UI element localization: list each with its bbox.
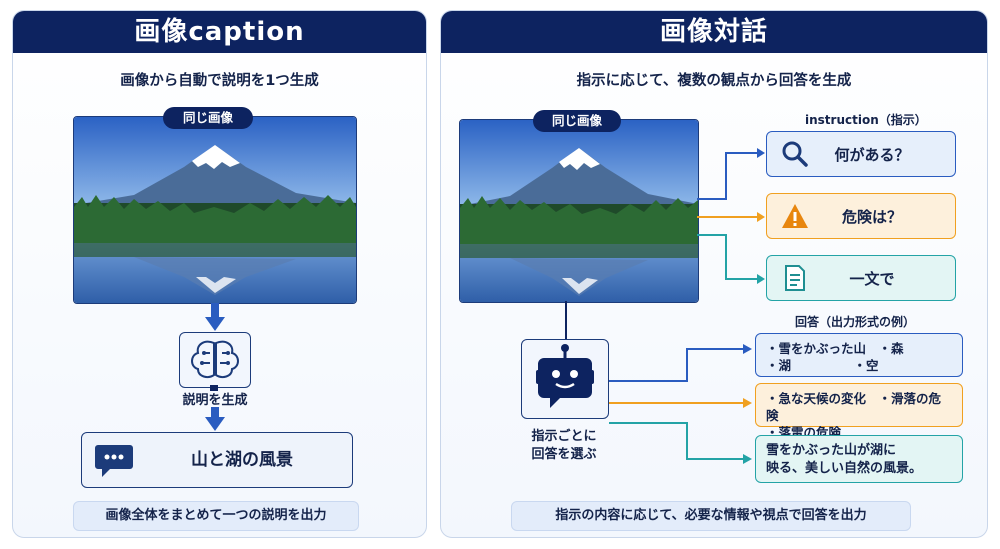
answer-what-line2: ・湖 ・空	[766, 358, 879, 373]
connector-stub	[210, 385, 218, 391]
answer-one-sentence: 雪をかぶった山が湖に 映る、美しい自然の風景。	[755, 435, 963, 483]
document-icon	[777, 260, 813, 296]
caption-panel: 画像caption 画像から自動で説明を1つ生成 同じ画像	[12, 10, 427, 538]
answer-one-sentence-line1: 雪をかぶった山が湖に	[766, 443, 897, 458]
arrow-down-2	[205, 407, 225, 431]
process-label: 説明を生成	[182, 393, 248, 408]
answer-danger: ・急な天候の変化 ・滑落の危険 ・落雷の危険	[755, 383, 963, 440]
caption-output-text: 山と湖の風景	[191, 450, 293, 470]
instruction-what-text: 何がある？	[834, 145, 910, 164]
answer-what: ・雪をかぶった山 ・森 ・湖 ・空	[755, 333, 963, 377]
same-image-tag: 同じ画像	[163, 107, 253, 129]
mountain-lake-image	[73, 116, 357, 304]
dialogue-footer: 指示の内容に応じて、必要な情報や視点で回答を出力	[511, 501, 911, 531]
answer-one-sentence-line2: 映る、美しい自然の風景。	[766, 461, 923, 476]
bot-label-line2: 回答を選ぶ	[531, 447, 597, 462]
brain-icon	[179, 332, 251, 388]
answer-danger-line1: ・急な天候の変化 ・滑落の危険	[766, 391, 942, 423]
caption-panel-title: 画像caption	[13, 11, 426, 53]
caption-footer: 画像全体をまとめて一つの説明を出力	[73, 501, 359, 531]
caption-subtitle: 画像から自動で説明を1つ生成	[120, 73, 319, 89]
search-icon	[777, 136, 813, 172]
answer-heading: 回答（出力形式の例）	[795, 315, 916, 329]
caption-output-box: 山と湖の風景	[81, 432, 353, 488]
bot-label-line1: 指示ごとに	[531, 429, 597, 444]
connector-lines	[565, 148, 765, 464]
instruction-danger: 危険は？	[766, 193, 956, 239]
instruction-heading: instruction（指示）	[805, 113, 927, 127]
same-image-tag-2: 同じ画像	[533, 110, 621, 132]
dialogue-panel: 画像対話 指示に応じて、複数の観点から回答を生成 同じ画像	[440, 10, 988, 538]
arrow-down-1	[205, 303, 225, 331]
answer-what-line1: ・雪をかぶった山 ・森	[766, 341, 904, 356]
robot-icon	[521, 339, 609, 419]
dialogue-subtitle: 指示に応じて、複数の観点から回答を生成	[576, 73, 852, 89]
dialogue-panel-title: 画像対話	[441, 11, 987, 53]
chat-bubble-icon	[95, 445, 133, 477]
instruction-one-sentence: 一文で	[766, 255, 956, 301]
instruction-danger-text: 危険は？	[841, 207, 902, 226]
instruction-what: 何がある？	[766, 131, 956, 177]
instruction-one-sentence-text: 一文で	[849, 269, 895, 288]
warning-icon	[777, 198, 813, 234]
